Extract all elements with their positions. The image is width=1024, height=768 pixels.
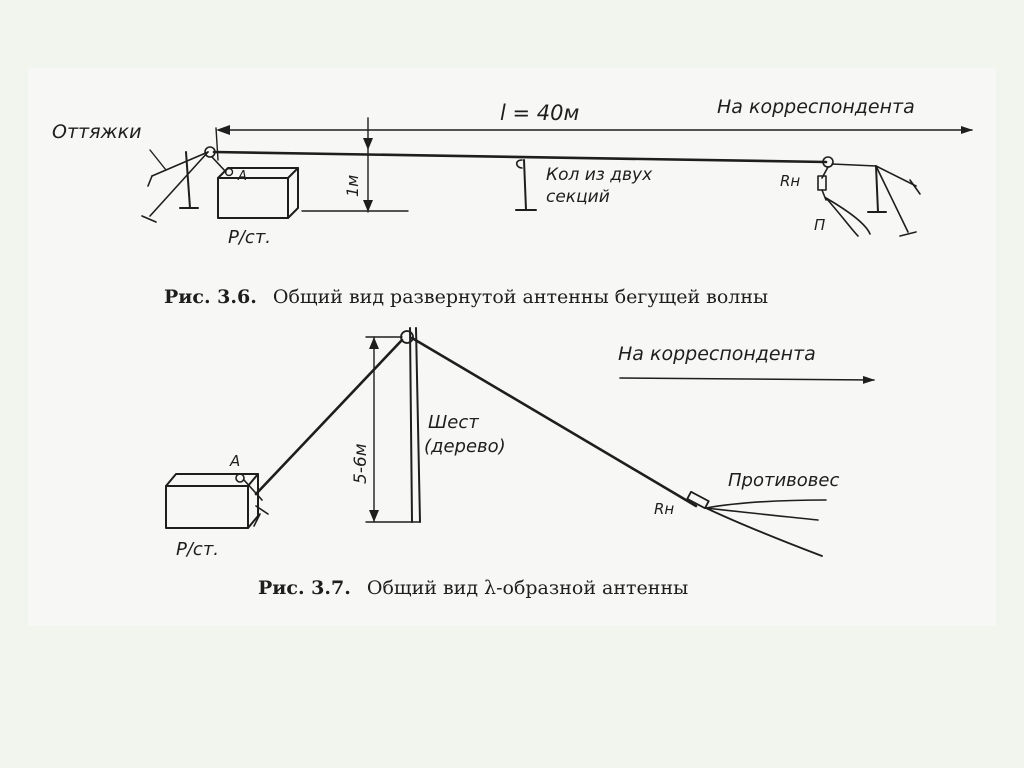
direction-label-2: На корреспондента: [618, 343, 816, 365]
counterpoise-wire-1: [705, 507, 819, 521]
point-a-label: А: [237, 169, 247, 184]
sloping-wire: [410, 336, 698, 508]
caption-3-6-text: Общий вид развернутой антенны бегущей во…: [273, 286, 768, 308]
direction-arrow: [619, 375, 875, 384]
figure-3-6: l = 40м На корреспондента Оттяжки А Р/ст…: [52, 96, 973, 308]
caption-3-7-number: Рис. 3.7.: [258, 577, 351, 599]
guys-label: Оттяжки: [52, 121, 141, 143]
counterpoise-wire-3: [705, 507, 823, 557]
height-label-2: 5-6м: [351, 443, 371, 484]
stake-label-line-2: секций: [546, 187, 610, 207]
height-dimension: [301, 117, 409, 213]
wooden-pole: [400, 327, 421, 523]
load-label: Rн: [780, 172, 800, 190]
radio-station-box: [217, 167, 299, 219]
radio-station-box-2: [165, 473, 259, 529]
length-dimension-line: [215, 125, 973, 161]
radio-station-label-2: Р/ст.: [176, 539, 219, 560]
point-a-label-2: А: [229, 452, 240, 470]
caption-3-6: Рис. 3.6. Общий вид развернутой антенны …: [164, 286, 768, 308]
direction-label: На корреспондента: [717, 96, 915, 118]
caption-3-7: Рис. 3.7. Общий вид λ-образной антенны: [258, 577, 688, 599]
left-mast: [141, 146, 216, 223]
scanned-page: [28, 68, 996, 626]
length-label: l = 40м: [500, 101, 580, 125]
figure-3-7: На корреспондента Шест (дерево) 5-6м А: [165, 327, 875, 599]
load-label-2: Rн: [654, 500, 674, 518]
radio-station-label: Р/ст.: [228, 227, 271, 248]
pole-label-line-2: (дерево): [424, 436, 506, 457]
counterpoise-label: П: [814, 216, 825, 234]
caption-3-6-number: Рис. 3.6.: [164, 286, 257, 308]
counterpoise-wire-2: [705, 499, 827, 509]
rising-wire: [254, 338, 404, 496]
right-termination: [817, 156, 921, 237]
load-resistor-2: [686, 490, 710, 510]
caption-3-7-text: Общий вид λ-образной антенны: [367, 577, 688, 599]
pole-label-line-1: Шест: [428, 412, 479, 433]
stake-label-line-1: Кол из двух: [546, 165, 653, 185]
counterpoise-label-2: Противовес: [728, 470, 839, 491]
point-a-marker-2: [235, 473, 245, 483]
antenna-wire: [212, 150, 828, 164]
height-label: 1м: [343, 175, 362, 197]
middle-stake: [515, 159, 537, 211]
